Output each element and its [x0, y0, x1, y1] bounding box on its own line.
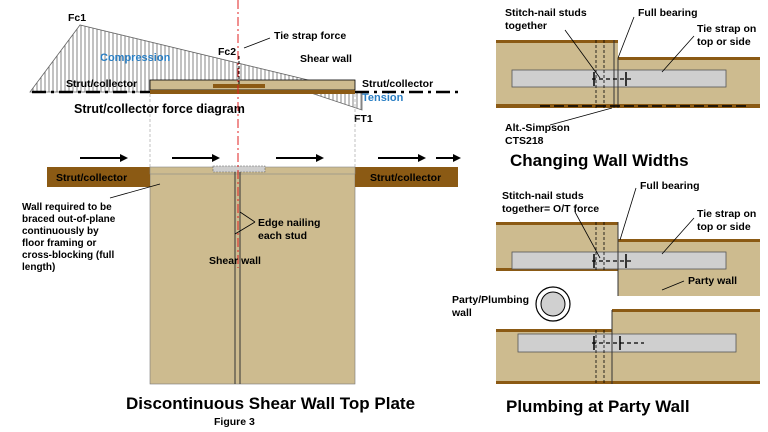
elev-shear-wall-label: Shear wall — [209, 255, 261, 267]
upper-plate-bottom — [496, 268, 618, 271]
strut-right-label: Strut/collector — [362, 78, 433, 90]
plumbing-pipe-inner — [540, 291, 566, 317]
alt-simpson-line-1: Alt.-Simpson — [505, 122, 570, 134]
tie-strap-leader-2 — [661, 217, 695, 255]
full-bearing-leader — [617, 16, 635, 59]
stitch-note-1-line-2: together — [505, 20, 547, 32]
tie-strap-label-1: Tie strap on top or side — [697, 23, 759, 48]
plumbing-wall-label: Party/Plumbing wall — [451, 294, 532, 319]
force-diagram: Fc1 Fc2 FT1 Compression Tension Tie stra… — [29, 12, 462, 125]
changing-widths-title: Changing Wall Widths — [510, 151, 689, 170]
upper-tie-strap — [511, 251, 727, 270]
party-wall-label: Party wall — [688, 275, 737, 287]
edge-nailing-leader-1 — [239, 211, 256, 223]
stitch-note-1: Stitch-nail studs together — [505, 7, 590, 32]
party-wall-leader — [661, 280, 685, 291]
stitch-leader-2 — [574, 211, 601, 259]
alt-simpson-line-2: CTS218 — [505, 135, 544, 147]
diagram-tie-strap — [213, 84, 265, 88]
plumbing-label-line-2: wall — [451, 307, 472, 319]
load-arrow-4 — [378, 154, 426, 162]
stitch-leader — [564, 29, 601, 79]
braced-note-line-2: braced out-of-plane — [22, 214, 116, 225]
plate-top-right — [618, 57, 760, 60]
diagram-bottom-plate — [150, 90, 355, 94]
tie-strap-force-label: Tie strap force — [274, 30, 346, 42]
edge-nailing-label: Edge nailing each stud — [258, 217, 323, 242]
braced-note-leader — [109, 183, 161, 199]
braced-note-line-3: continuously by — [22, 226, 99, 237]
tie-strap-label-2: Tie strap on top or side — [697, 208, 759, 233]
upper-plate-top-left — [496, 222, 618, 225]
load-arrow-5 — [436, 154, 461, 162]
tension-area — [307, 91, 363, 111]
tie-strap-gray — [511, 69, 727, 88]
load-arrow-3 — [276, 154, 324, 162]
alt-simpson-label: Alt.-Simpson CTS218 — [505, 122, 573, 147]
load-arrow-1 — [80, 154, 128, 162]
ft1-label: FT1 — [354, 113, 373, 125]
tie-strap-leader — [243, 37, 271, 49]
wall-elevation: Strut/collector Strut/collector Wall req… — [22, 0, 461, 428]
tie-strap-leader-1 — [661, 35, 695, 73]
braced-note-line-5: cross-blocking (full — [22, 250, 114, 261]
shear-wall-panel — [149, 171, 356, 385]
changing-widths-detail: Stitch-nail studs together Full bearing … — [496, 7, 760, 170]
lower-plate-top-right — [612, 309, 760, 312]
party-wall-detail: Stitch-nail studs together= O/T force Fu… — [451, 180, 760, 416]
lower-plate-top-left — [496, 329, 612, 332]
figure-label: Figure 3 — [214, 416, 255, 428]
edge-nailing-line-2: each stud — [258, 230, 307, 242]
tie-strap-label-1-line-1: Tie strap on — [697, 23, 756, 35]
party-wall-title: Plumbing at Party Wall — [506, 397, 690, 416]
tie-strap-label-2-line-1: Tie strap on — [697, 208, 756, 220]
tie-strap-label-2-line-2: top or side — [697, 221, 751, 233]
strut-collector-left — [47, 167, 150, 187]
tie-strap-label-1-line-2: top or side — [697, 36, 751, 48]
shear-wall-top-label: Shear wall — [300, 53, 352, 65]
tension-label: Tension — [362, 92, 404, 104]
stitch-note-2-line-1: Stitch-nail studs — [502, 190, 584, 202]
edge-nailing-leader-2 — [234, 221, 256, 235]
braced-note-line-4: floor framing or — [22, 238, 97, 249]
load-arrows — [80, 154, 461, 162]
lower-plate-bottom — [496, 381, 760, 384]
compression-label: Compression — [100, 52, 171, 64]
full-bearing-leader-2 — [619, 187, 637, 241]
fc2-label: Fc2 — [218, 46, 236, 58]
load-arrow-2 — [172, 154, 220, 162]
strut-collector-right — [355, 167, 458, 187]
elevation-title: Discontinuous Shear Wall Top Plate — [126, 394, 415, 413]
braced-note-line-1: Wall required to be — [22, 202, 112, 213]
upper-plate-top-right — [618, 239, 760, 242]
full-bearing-label-2: Full bearing — [640, 180, 700, 192]
elev-strut-right-label: Strut/collector — [370, 172, 441, 184]
full-bearing-label-1: Full bearing — [638, 7, 698, 19]
braced-note-line-6: length) — [22, 262, 55, 273]
plumbing-label-line-1: Party/Plumbing — [452, 294, 529, 306]
fc1-label: Fc1 — [68, 12, 86, 24]
braced-note: Wall required to be braced out-of-plane … — [22, 202, 118, 273]
stitch-note-2: Stitch-nail studs together= O/T force — [502, 190, 599, 215]
elev-strut-left-label: Strut/collector — [56, 172, 127, 184]
stitch-note-1-line-1: Stitch-nail studs — [505, 7, 587, 19]
plate-top-left — [496, 40, 618, 43]
top-tie-strap — [212, 165, 266, 173]
strut-left-label: Strut/collector — [66, 78, 137, 90]
edge-nailing-line-1: Edge nailing — [258, 217, 320, 229]
force-diagram-title: Strut/collector force diagram — [74, 102, 245, 116]
stitch-note-2-line-2: together= O/T force — [502, 203, 599, 215]
alt-simpson-leader — [549, 107, 613, 126]
